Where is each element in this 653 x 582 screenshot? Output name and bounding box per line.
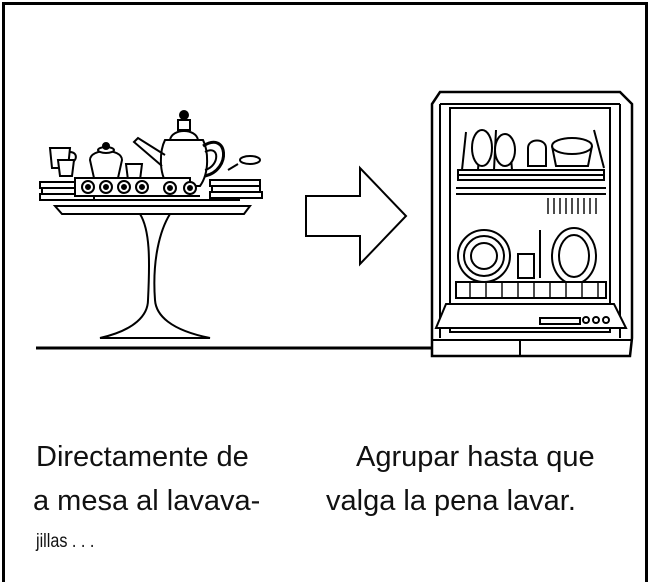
caption-right-line-2: valga la pena lavar. — [326, 485, 576, 517]
caption-left-line-2: a mesa al lavava- — [33, 485, 261, 517]
caption-left-line-1: Directamente de — [36, 441, 249, 473]
table-with-dishes-icon — [39, 110, 263, 339]
caption-left-line-3: jillas . . . — [36, 531, 95, 552]
dishwasher-icon — [430, 90, 634, 358]
caption-right-line-1: Agrupar hasta que — [356, 441, 595, 473]
right-arrow-icon — [305, 165, 408, 267]
illustration — [36, 90, 634, 358]
